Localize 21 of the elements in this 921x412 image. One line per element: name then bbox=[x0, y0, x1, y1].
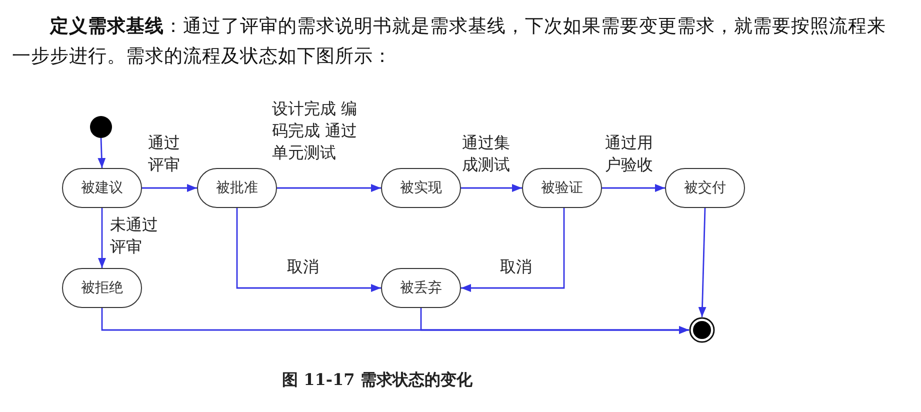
state-box: 被拒绝 bbox=[62, 268, 142, 308]
arrow bbox=[602, 184, 665, 192]
arrow bbox=[461, 184, 522, 192]
arrow bbox=[142, 184, 197, 192]
state-box: 被批准 bbox=[197, 168, 277, 208]
state-box: 被丢弃 bbox=[381, 268, 461, 308]
state-box: 被交付 bbox=[665, 168, 745, 208]
state-box: 被实现 bbox=[381, 168, 461, 208]
arrow bbox=[98, 138, 106, 168]
arrow bbox=[461, 208, 565, 292]
final-state-circle bbox=[689, 317, 715, 343]
initial-state-circle bbox=[90, 116, 112, 138]
state-box: 被建议 bbox=[62, 168, 142, 208]
arrow bbox=[698, 208, 706, 318]
arrow bbox=[236, 208, 381, 292]
figure-caption: 图 11-17 需求状态的变化 bbox=[282, 370, 472, 391]
arrow bbox=[277, 184, 381, 192]
intro-paragraph: 定义需求基线：通过了评审的需求说明书就是需求基线，下次如果需要变更需求，就需要按照流程来一步步进行。需求的流程及状态如下图所示： bbox=[12, 15, 887, 69]
arrow bbox=[420, 308, 689, 334]
arrow bbox=[98, 208, 106, 268]
state-box: 被验证 bbox=[522, 168, 602, 208]
